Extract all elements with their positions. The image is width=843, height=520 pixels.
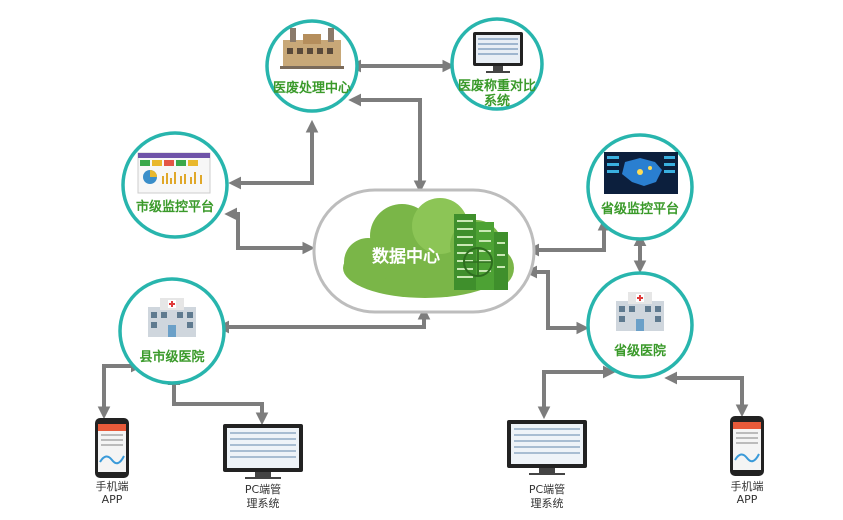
node-county-hospital: 县市级医院	[118, 277, 226, 385]
hospital-icon	[148, 298, 196, 337]
node-label: 省级医院	[613, 343, 666, 359]
connector-city-datacenter	[224, 207, 316, 255]
device-label-line2: 理系统	[531, 497, 564, 510]
connector-county-left-phone	[97, 359, 144, 420]
server-rack-icon	[454, 214, 508, 290]
device-label-line2: APP	[737, 493, 758, 506]
connector-county-datacenter	[216, 306, 431, 334]
device-right-phone: 手机端 APP	[730, 416, 764, 506]
monitor-icon	[507, 420, 587, 475]
dashboard-icon	[137, 152, 211, 194]
connector-city-waste	[228, 119, 319, 190]
node-label: 医废处理中心	[273, 80, 351, 96]
device-label-line2: 理系统	[247, 497, 280, 510]
device-label-line1: PC端管	[529, 482, 565, 496]
device-label-line2: APP	[102, 493, 123, 506]
node-city-platform: 市级监控平台	[121, 131, 229, 239]
device-label-line1: 手机端	[731, 479, 764, 493]
connector-county-left-pc	[167, 372, 269, 426]
device-label-line1: PC端管	[245, 482, 281, 496]
node-medical-waste-center: 医废处理中心	[265, 19, 359, 113]
node-label: 县市级医院	[139, 349, 204, 365]
node-label: 省级监控平台	[600, 201, 679, 217]
node-label-line1: 医废称重对比	[458, 78, 536, 94]
connector-province-hospital-right-pc	[537, 365, 616, 420]
phone-icon	[730, 416, 764, 476]
data-center-label: 数据中心	[372, 246, 440, 267]
map-dashboard-icon	[604, 152, 678, 194]
connector-province-hospital-right-phone	[664, 371, 749, 418]
connector-datacenter-province-hospital	[524, 265, 590, 335]
device-left-pc: PC端管 理系统	[223, 424, 303, 510]
node-label-line2: 系统	[484, 93, 510, 109]
phone-icon	[95, 418, 129, 478]
data-center: 数据中心	[312, 188, 536, 314]
connector-waste-datacenter	[348, 93, 427, 194]
monitor-icon	[223, 424, 303, 479]
device-label-line1: 手机端	[96, 479, 129, 493]
device-right-pc: PC端管 理系统	[507, 420, 587, 510]
device-left-phone: 手机端 APP	[95, 418, 129, 506]
node-province-platform: 省级监控平台	[586, 133, 694, 241]
node-province-hospital: 省级医院	[586, 271, 694, 379]
node-weighing-system: 医废称重对比 系统	[450, 17, 544, 111]
connectors	[97, 59, 749, 426]
hospital-icon	[616, 292, 664, 331]
monitor-icon	[473, 32, 523, 73]
factory-icon	[280, 28, 344, 69]
node-label: 市级监控平台	[136, 199, 214, 215]
connector-datacenter-province-platform	[526, 217, 611, 257]
